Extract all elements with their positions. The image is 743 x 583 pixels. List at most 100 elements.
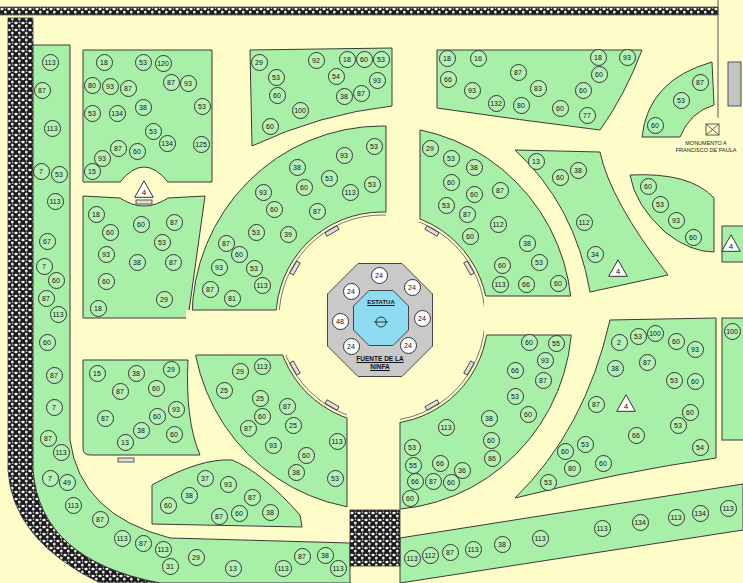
tree-marker: 80 [513,97,530,114]
tree-marker: 7 [36,258,53,275]
tree-number: 60 [599,460,607,467]
tree-marker: 60 [356,51,373,68]
tree-number: 60 [102,278,110,285]
tree-number: 54 [696,444,704,451]
tree-number: 66 [444,76,452,83]
tree-number: 87 [496,187,504,194]
tree-number: 53 [272,74,280,81]
tree-marker: 25 [216,382,233,399]
tree-marker: 38 [336,88,353,105]
tree-marker: 38 [519,235,536,252]
tree-marker: 29 [232,363,249,380]
tree-number: 113 [722,505,733,512]
tree-number: 24 [347,288,355,295]
monument-marker: 4 [721,234,741,252]
tree-number: 80 [88,82,96,89]
tree-marker: 113 [114,530,131,547]
plaza-octagon [328,264,433,377]
tree-marker: 60 [102,224,119,241]
tree-number: 60 [52,277,60,284]
tree-number: 18 [594,54,602,61]
tree-number: 113 [494,281,505,288]
tree-number: 93 [691,346,699,353]
tree-number: 87 [167,79,175,86]
tree-number: 24 [408,284,416,291]
tree-marker: 60 [98,273,115,290]
tree-marker: 53 [246,260,263,277]
tree-number: 87 [696,79,704,86]
tree-marker: 60 [262,118,279,135]
tree-number: 113 [256,363,267,370]
tree-number: 60 [498,262,506,269]
tree-marker: 87 [442,544,459,561]
tree-marker: 60 [148,380,165,397]
tree-number: 113 [55,449,66,456]
bench [290,361,300,375]
monument-marker: 4 [616,394,636,412]
tree-number: 134 [634,519,646,526]
tree-marker: 38 [133,422,150,439]
tree-marker: 125 [193,136,210,153]
tree-number: 53 [544,479,552,486]
tree-number: 25 [289,422,297,429]
tree-number: 60 [595,71,603,78]
tree-number: 38 [185,492,193,499]
tree-number: 77 [583,112,591,119]
tree-number: 55 [409,462,417,469]
tree-number: 38 [340,93,348,100]
tree-number: 60 [106,229,114,236]
tree-number: 24 [418,315,426,322]
tree-marker: 60 [129,143,146,160]
tree-number: 113 [49,198,60,205]
tree-marker: 93 [168,401,185,418]
tree-number: 16 [474,55,482,62]
monument-symbol [706,124,719,135]
structure [728,62,741,106]
bench [136,200,152,204]
tree-marker: 134 [159,135,176,152]
tree-marker: 60 [254,408,271,425]
tree-marker: 66 [432,455,449,472]
tree-number: 7 [42,263,46,270]
tree-marker: 53 [443,150,460,167]
tree-marker: 87 [240,420,257,437]
garden-bed [83,50,212,182]
tree-marker: 37 [197,470,214,487]
tree-number: 113 [277,565,288,572]
tree-number: 87 [50,372,58,379]
tree-marker: 113 [438,419,455,436]
tree-marker: 60 [687,373,704,390]
tree-marker: 134 [109,105,126,122]
tree-marker: 60 [443,174,460,191]
tree-marker: 113 [254,358,271,375]
tree-marker: 113 [404,550,421,567]
monument-symbol [706,124,719,135]
tree-number: 60 [258,413,266,420]
tree-marker: 100 [292,102,309,119]
garden-bed [642,62,714,137]
tree-marker: 100 [724,323,741,340]
tree-marker: 134 [692,505,709,522]
bench [464,361,474,375]
tree-number: 53 [149,128,157,135]
tree-marker: 93 [668,212,685,229]
path [386,118,420,222]
tree-number: 15 [88,168,96,175]
tree-marker: 53 [577,436,594,453]
tree-number: 53 [634,333,642,340]
bench [290,261,300,275]
tree-marker: 53 [364,176,381,193]
tree-number: 112 [424,552,435,559]
tree-marker: 39 [280,226,297,243]
tree-marker: 53 [154,234,171,251]
tree-marker: 113 [329,433,346,450]
tree-marker: 112 [422,547,439,564]
monument-number: 4 [134,188,154,197]
monument-marker: 4 [608,259,628,277]
tree-marker: 53 [248,224,265,241]
tree-marker: 87 [110,140,127,157]
tree-marker: 87 [692,74,709,91]
tree-number: 60 [302,452,310,459]
tree-marker: 87 [112,383,129,400]
